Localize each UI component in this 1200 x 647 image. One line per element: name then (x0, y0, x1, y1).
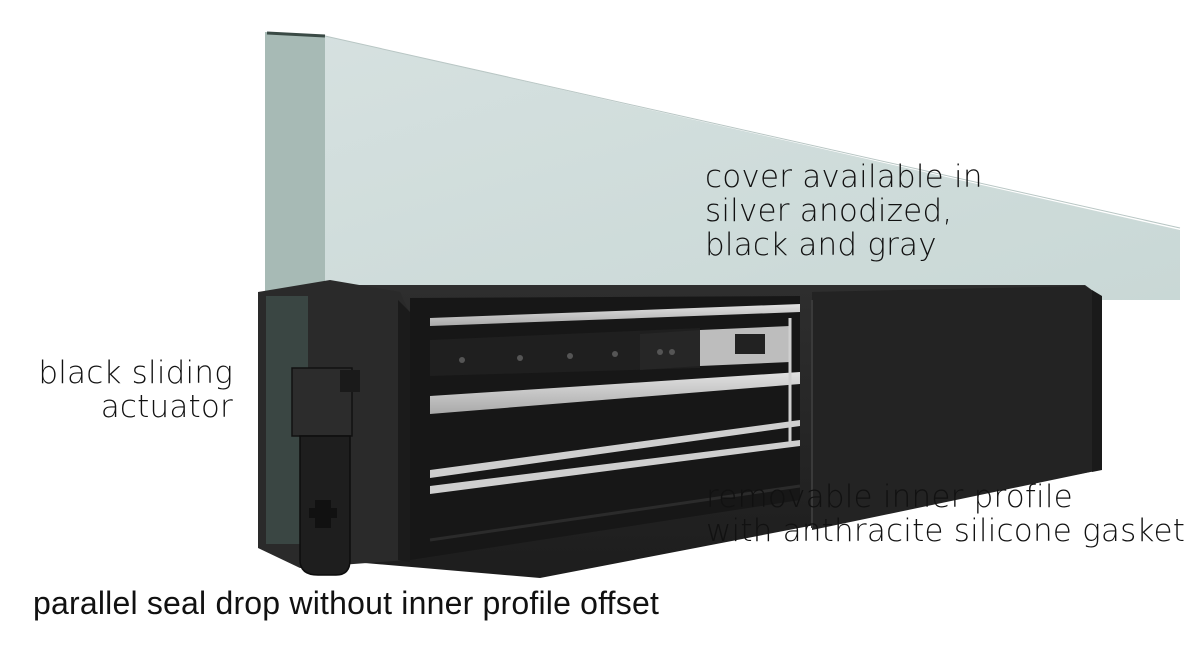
inner-profile-callout-line: removable inner profile (706, 479, 1073, 515)
cover-callout-line: black and gray (705, 227, 937, 263)
cover-callout-line: silver anodized, (705, 193, 953, 229)
glass-panel (265, 31, 1181, 300)
parallel-seal-callout-line: parallel seal drop without inner profile… (33, 585, 660, 621)
cover-callout-line: cover available in (705, 159, 983, 195)
inner-profile-callout-line: with anthracite silicone gasket (706, 513, 1186, 549)
parallel-seal-callout: parallel seal drop without inner profile… (33, 586, 659, 620)
actuator-callout-line: black sliding (38, 355, 233, 391)
inner-profile (410, 296, 801, 560)
actuator-callout: black sliding actuator (38, 356, 233, 424)
inner-profile-callout: removable inner profile with anthracite … (706, 480, 1185, 548)
end-cap (258, 280, 410, 576)
cover-callout: cover available in silver anodized, blac… (705, 160, 983, 262)
actuator-callout-line: actuator (100, 389, 233, 425)
